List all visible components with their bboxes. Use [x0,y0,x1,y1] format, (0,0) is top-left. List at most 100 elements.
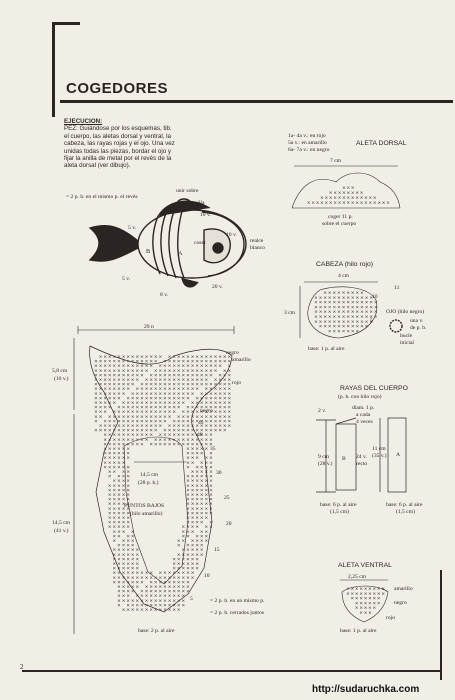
stitch-mark: × [135,602,139,608]
stitch-mark: × [177,561,181,567]
stitch-mark: × [368,586,372,592]
stitch-mark: × [200,533,204,539]
stitch-mark: × [186,455,190,461]
stitch-mark: × [158,602,162,608]
header-rule-top [52,22,64,117]
stitch-mark: × [154,602,158,608]
stitch-mark: × [131,372,135,378]
stitch-mark: × [186,382,190,388]
stitch-mark: × [191,363,195,369]
stitch-mark: × [126,515,130,521]
stitch-mark: × [200,391,204,397]
stitch-mark: × [177,428,181,434]
stitch-mark: × [131,529,135,535]
body-row-10: 10 [204,573,210,579]
stitch-mark: × [140,354,144,360]
stitch-mark: × [172,598,176,604]
stitch-mark: × [163,363,167,369]
stitch-mark: × [227,363,231,369]
head-row-11: 11 [394,285,400,291]
stitch-mark: × [332,295,336,301]
stitch-mark: × [186,391,190,397]
ventral-color-negro: negro [394,600,407,606]
stitch-mark: × [122,593,126,599]
stitch-mark: × [351,324,355,330]
stitch-mark: × [168,570,172,576]
stitch-mark: × [200,395,204,401]
stitch-mark: × [191,483,195,489]
stitch-mark: × [204,487,208,493]
stitch-mark: × [135,584,139,590]
stitch-mark: × [204,515,208,521]
stitch-mark: × [149,607,153,613]
stitch-mark: × [103,354,107,360]
stitch-mark: × [368,591,372,597]
stitch-mark: × [163,570,167,576]
stitch-mark: × [191,382,195,388]
stitch-mark: × [209,441,213,447]
stitch-mark: × [204,386,208,392]
stitch-mark: × [181,428,185,434]
stitch-mark: × [200,538,204,544]
stitch-mark: × [177,423,181,429]
stitch-mark: × [158,418,162,424]
stitch-mark: × [122,566,126,572]
stitch-mark: × [126,432,130,438]
stitch-mark: × [223,405,227,411]
stitch-mark: × [108,520,112,526]
stitch-mark: × [172,391,176,397]
stitch-mark: × [126,441,130,447]
stitch-mark: × [323,319,327,325]
stitch-mark: × [117,598,121,604]
stitch-mark: × [204,497,208,503]
stitch-mark: × [177,432,181,438]
stitch-mark: × [172,377,176,383]
stitch-mark: × [200,529,204,535]
stitch-mark: × [168,428,172,434]
stitch-mark: × [209,382,213,388]
stitch-mark: × [94,400,98,406]
stitch-mark: × [122,377,126,383]
stitch-mark: × [186,552,190,558]
stitch-mark: × [181,575,185,581]
stitch-mark: × [195,501,199,507]
stitch-mark: × [135,437,139,443]
stitch-mark: × [227,377,231,383]
stitch-mark: × [204,359,208,365]
stitch-mark: × [122,483,126,489]
stitch-mark: × [149,363,153,369]
instruction-line: aleta dorsal (ver dibujo). [64,162,131,170]
watermark-url[interactable]: http://sudaruchka.com [312,684,420,695]
stitch-mark: × [200,469,204,475]
stitch-mark: × [126,400,130,406]
stitch-mark: × [200,515,204,521]
stitch-mark: × [126,524,130,530]
stitch-mark: × [191,478,195,484]
stitch-mark: × [200,359,204,365]
body-row-20: 20 [226,521,232,527]
stitch-mark: × [209,386,213,392]
stitch-mark: × [337,304,341,310]
stitch-mark: × [117,529,121,535]
stitch-mark: × [112,464,116,470]
stitch-mark: × [218,382,222,388]
stitch-mark: × [177,579,181,585]
stitch-mark: × [195,455,199,461]
stitch-mark: × [163,441,167,447]
stitch-mark: × [145,593,149,599]
stitch-mark: × [126,437,130,443]
stitch-mark: × [218,386,222,392]
stitch-mark: × [122,464,126,470]
stitch-mark: × [117,506,121,512]
stitch-mark: × [209,451,213,457]
stitch-mark: × [191,556,195,562]
stitch-mark: × [108,487,112,493]
stitch-mark: × [135,570,139,576]
stitch-mark: × [360,324,364,330]
stitch-mark: × [172,359,176,365]
stitch-mark: × [186,441,190,447]
stitch-mark: × [131,354,135,360]
stitch-mark: × [181,363,185,369]
stitch-mark: × [186,432,190,438]
stitch-mark: × [131,423,135,429]
